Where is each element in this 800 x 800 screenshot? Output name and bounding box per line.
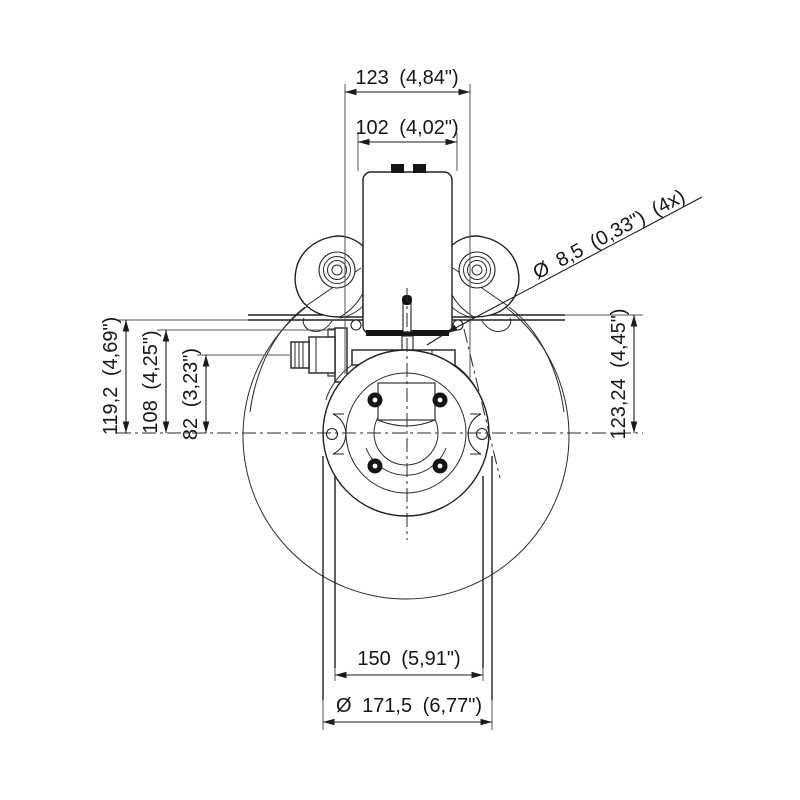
dim-height-left-inner: 82 (3,23")	[180, 348, 202, 440]
dim-width-motor: 102 (4,02")	[355, 117, 458, 139]
cable-connector	[290, 327, 348, 383]
dim-tunnel-inner: 150 (5,91")	[357, 648, 460, 670]
dim-hole-callout: Ø 8,5 (0,33") (4x)	[529, 185, 688, 284]
dim-height-left-middle: 108 (4,25")	[140, 330, 162, 433]
tunnel-walls	[322, 456, 493, 700]
dimension-lines	[122, 88, 703, 726]
flange-bolts	[367, 392, 448, 474]
connector-body	[308, 336, 336, 374]
right-tab-hole	[475, 427, 489, 441]
right-motor-bracket	[446, 235, 520, 333]
dim-tunnel-outer: Ø 171,5 (6,77")	[336, 695, 482, 717]
left-tab-hole	[325, 427, 339, 441]
connector-thread-stub	[290, 341, 310, 369]
dim-width-overall: 123 (4,84")	[355, 67, 458, 89]
right-flange-tab	[467, 413, 482, 455]
motor-terminal-right	[413, 164, 426, 173]
dim-height-left-outer: 119,2 (4,69")	[100, 317, 122, 435]
dim-height-right: 123,24 (4,45")	[608, 308, 630, 439]
left-motor-bracket	[294, 235, 368, 333]
motor-terminal-left	[391, 164, 404, 173]
hole-callout-leader	[445, 196, 703, 334]
